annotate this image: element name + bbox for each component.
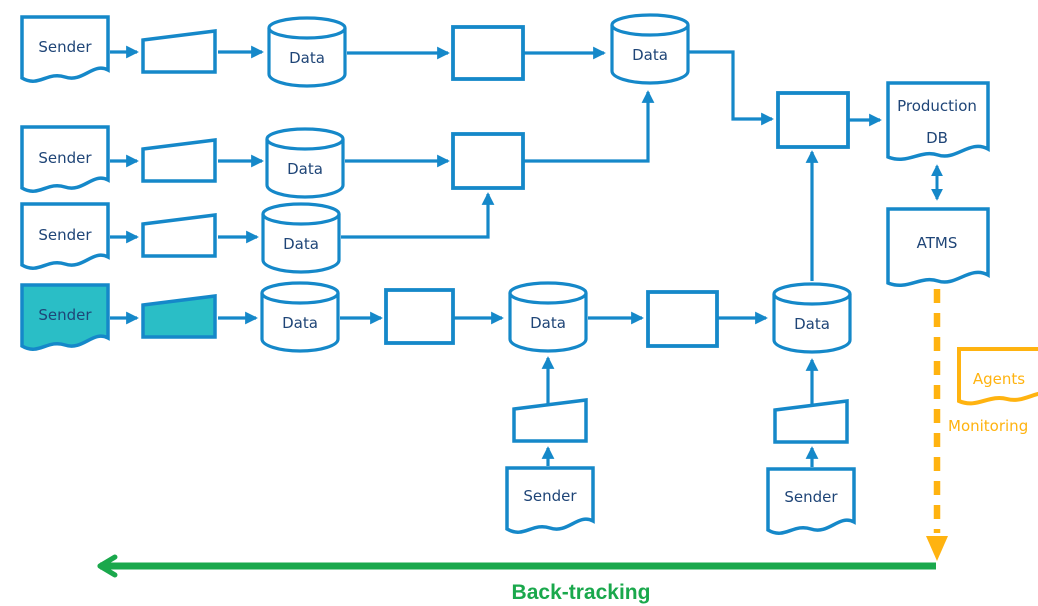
process-box-3[interactable]: [384, 288, 455, 345]
sender-label-2: Sender: [38, 149, 92, 167]
data-label-2: Data: [632, 46, 668, 64]
blue-connectors: [110, 45, 882, 467]
data-label-3: Data: [287, 160, 323, 178]
process-box-4[interactable]: [646, 290, 719, 348]
monitoring-dashed-arrow: [926, 289, 948, 561]
manual-input-4-highlighted[interactable]: [141, 294, 217, 339]
production-db-document[interactable]: [886, 81, 990, 162]
process-box-5[interactable]: [776, 91, 850, 149]
production-db-label-line2: DB: [926, 129, 948, 147]
manual-input-3[interactable]: [141, 213, 217, 258]
sender-label-4: Sender: [38, 306, 92, 324]
process-box-1[interactable]: [451, 25, 525, 81]
data-label-4: Data: [283, 235, 319, 253]
production-db-label-line1: Production: [897, 97, 977, 115]
sender-label-6: Sender: [784, 488, 838, 506]
monitoring-label: Monitoring: [948, 417, 1028, 435]
manual-input-5[interactable]: [512, 398, 588, 443]
data-label-7: Data: [794, 315, 830, 333]
sender-label-1: Sender: [38, 38, 92, 56]
data-label-1: Data: [289, 49, 325, 67]
data-label-6: Data: [530, 314, 566, 332]
process-box-2[interactable]: [451, 132, 525, 190]
sender-label-3: Sender: [38, 226, 92, 244]
backtracking-label: Back-tracking: [512, 581, 651, 604]
sender-label-5: Sender: [523, 487, 577, 505]
manual-input-6[interactable]: [773, 399, 849, 444]
manual-input-2[interactable]: [141, 138, 217, 183]
manual-input-1[interactable]: [141, 29, 217, 74]
agents-label: Agents: [973, 370, 1025, 388]
data-label-5: Data: [282, 314, 318, 332]
atms-label: ATMS: [917, 234, 958, 252]
